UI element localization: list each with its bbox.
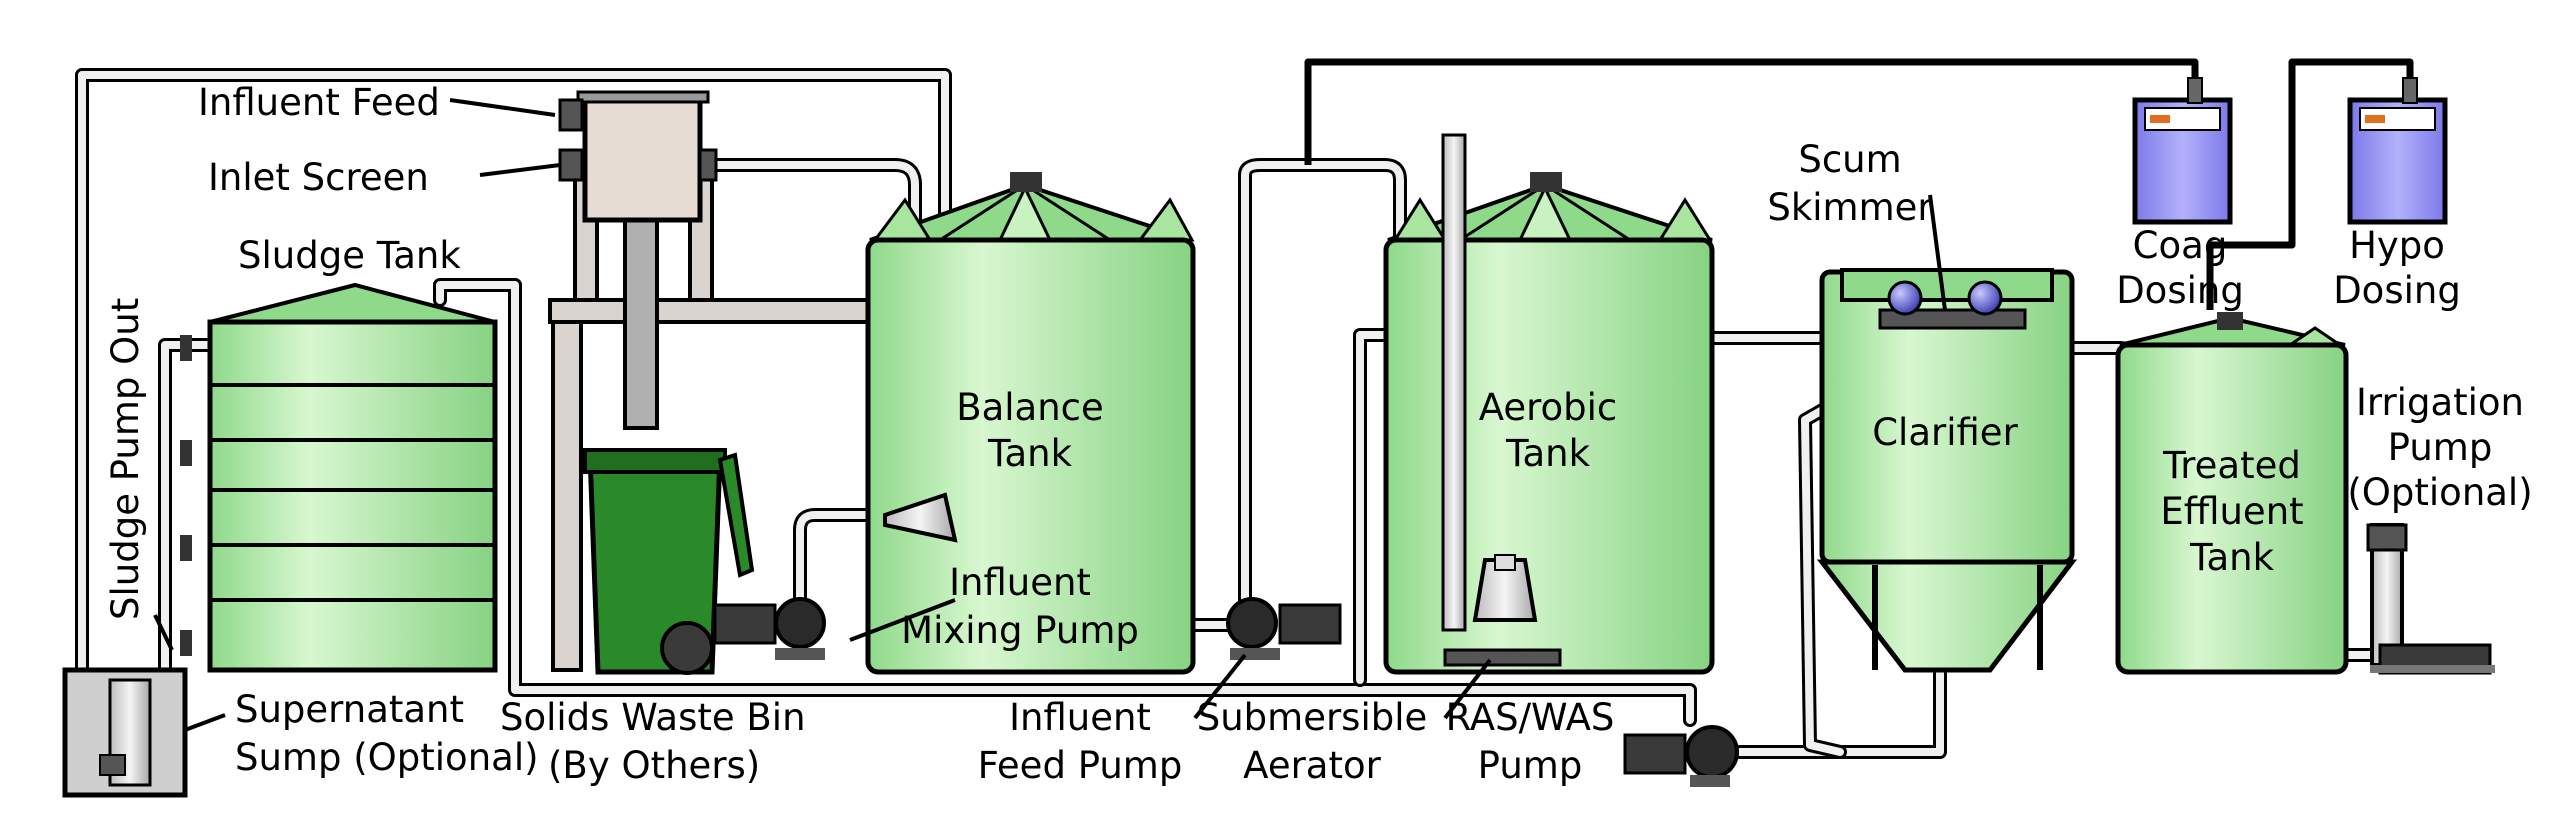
label-effluent-2: Effluent [2160,490,2303,533]
ras-was-pump [1623,725,1739,787]
label-scum-1: Scum [1798,138,1901,181]
sludge-tank [180,282,498,673]
label-aerobic-tank-2: Tank [1505,432,1591,475]
balance-tank [865,172,1196,675]
label-ras-was-1: RAS/WAS [1446,696,1615,739]
label-supernatant-sump-2: Sump (Optional) [235,736,539,779]
label-mixing-pump-2: Mixing Pump [901,609,1139,652]
label-balance-tank-1: Balance [956,386,1104,429]
inlet-screen-assembly [548,90,872,672]
pipework [75,68,2382,759]
dosing-lines [1304,58,2414,310]
label-irrigation-1: Irrigation [2356,381,2524,424]
label-sludge-pump-out: Sludge Pump Out [104,298,147,620]
label-aerator-1: Submersible [1197,696,1428,739]
clarifier [1816,268,2078,673]
treated-effluent-tank [2115,312,2349,675]
label-hypo-1: Hypo [2349,224,2445,267]
influent-mixing-pump [713,597,826,660]
label-hypo-2: Dosing [2333,269,2461,312]
leader-lines [153,98,1947,732]
aerobic-tank [1383,133,1715,675]
label-effluent-3: Tank [2189,536,2275,579]
label-effluent-1: Treated [2162,444,2301,487]
label-clarifier: Clarifier [1872,411,2018,454]
label-irrigation-2: Pump [2388,426,2493,469]
label-influent-feed: Influent Feed [198,81,440,124]
solids-waste-bin [583,448,755,675]
label-mixing-pump-1: Influent [949,561,1091,604]
label-coag-2: Dosing [2116,269,2244,312]
label-aerator-2: Aerator [1243,744,1381,787]
influent-feed-pump [1226,597,1342,660]
label-aerobic-tank-1: Aerobic [1479,386,1618,429]
label-feed-pump-1: Influent [1009,696,1151,739]
supernatant-sump [62,667,188,798]
label-scum-2: Skimmer [1767,186,1933,229]
coag-dosing-tank [2132,77,2233,225]
label-inlet-screen: Inlet Screen [208,156,429,199]
label-coag-1: Coag [2133,224,2228,267]
label-balance-tank-2: Tank [987,432,1073,475]
label-solids-bin-2: (By Others) [548,744,760,787]
label-sludge-tank: Sludge Tank [238,234,461,277]
irrigation-pump [2366,523,2495,675]
label-feed-pump-2: Feed Pump [978,744,1183,787]
hypo-dosing-tank [2347,77,2448,225]
label-irrigation-3: (Optional) [2347,471,2532,514]
label-ras-was-2: Pump [1478,744,1583,787]
labels: Influent Feed Inlet Screen Sludge Tank S… [104,81,2533,787]
label-solids-bin-1: Solids Waste Bin [500,696,806,739]
label-supernatant-sump-1: Supernatant [235,688,464,731]
